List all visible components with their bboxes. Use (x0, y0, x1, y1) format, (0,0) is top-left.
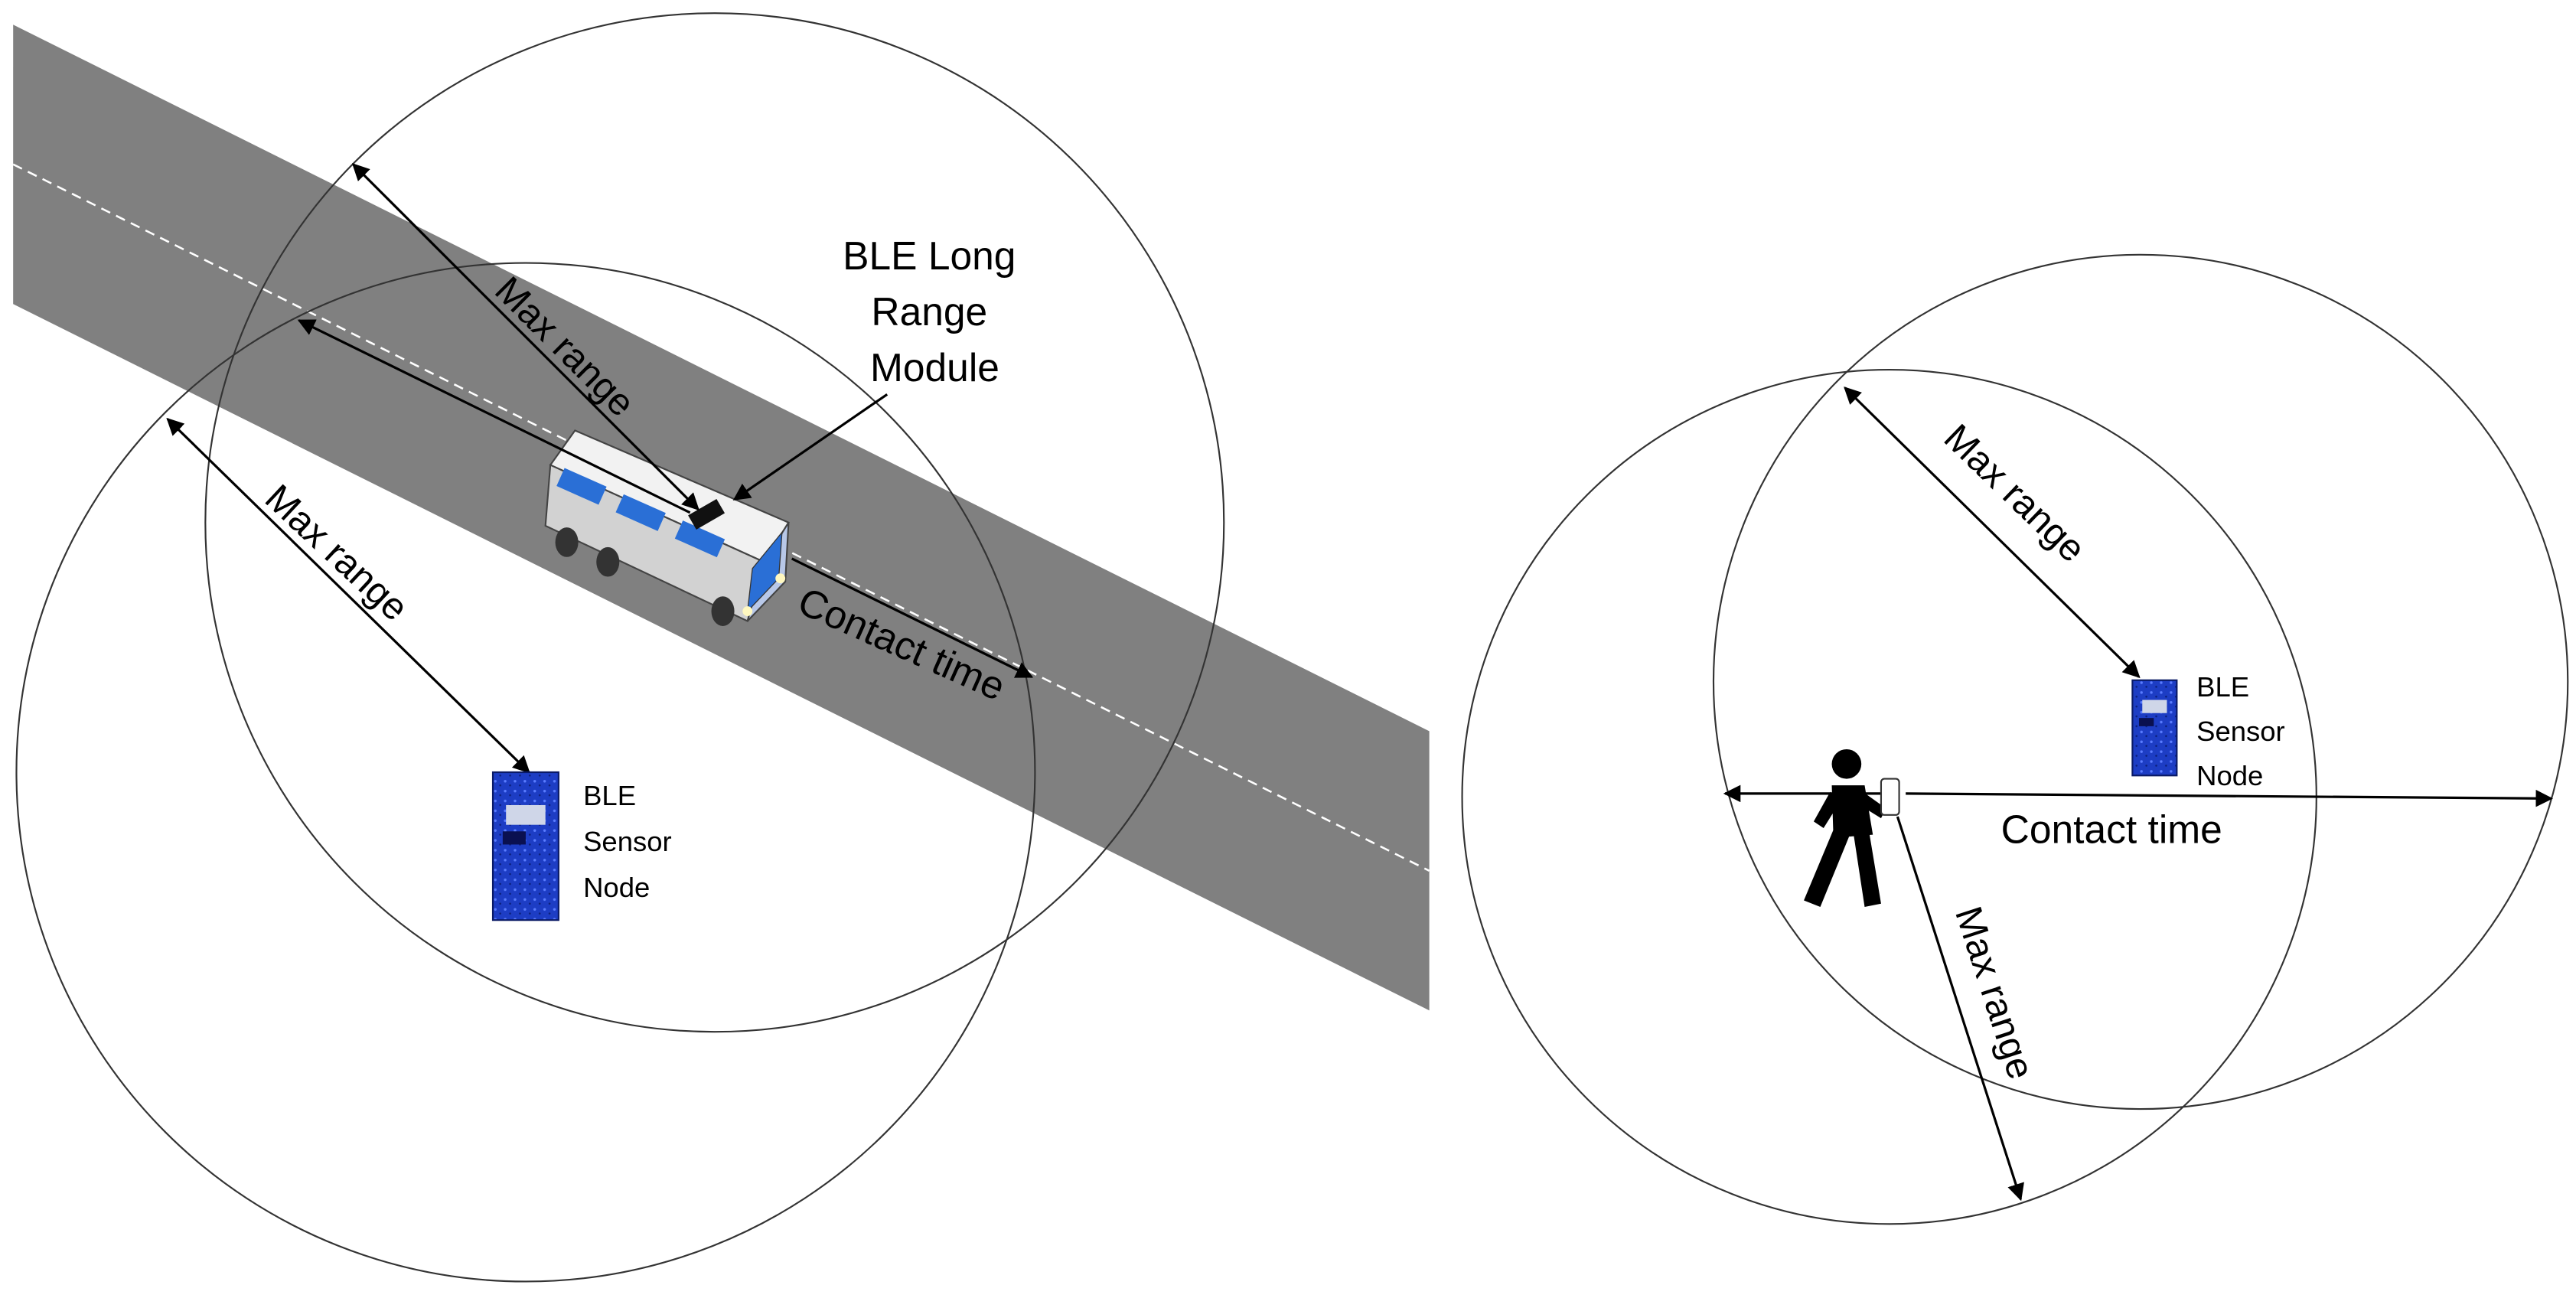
sensor-label-line-3: Node (583, 872, 650, 903)
ble-sensor-node-icon (491, 771, 559, 921)
ble-sensor-node-icon-right (2131, 679, 2178, 777)
svg-text:BLE Long Range Mod: BLE Long Range Module (843, 233, 1027, 390)
right-max-range-arrow-2 (1896, 816, 2024, 1202)
right-sensor-label-line-3: Node (2196, 760, 2263, 791)
svg-text:BLE Sensor Node: BLE Sensor Node (2196, 671, 2293, 791)
module-max-range-arrow-1 (351, 163, 699, 511)
right-panel: Max range Max range Contact time BLE Sen… (1461, 253, 2569, 1225)
sensor-label-line-2: Sensor (583, 826, 672, 857)
contact-time-arrow (791, 557, 1034, 678)
sensor-range-circle-right (1712, 253, 2569, 1110)
right-sensor-label-line-1: BLE (2196, 671, 2249, 703)
right-contact-time-arrow-right (1906, 789, 2554, 807)
svg-text:BLE Sensor Node: BLE Sensor Node (583, 780, 680, 903)
sensor-max-range-arrow (166, 417, 530, 774)
left-panel: BLE Long Range Module Max range Max rang… (12, 12, 1430, 1283)
module-label-line-3: Module (870, 345, 999, 390)
module-label-arrow (732, 393, 889, 501)
right-max-range-label-2: Max range (1947, 902, 2042, 1084)
phone-icon (1880, 778, 1900, 816)
module-max-range-arrow-2 (297, 319, 691, 514)
right-sensor-label-line-2: Sensor (2196, 716, 2285, 747)
right-max-range-label-1: Max range (1936, 416, 2094, 571)
right-contact-time-label: Contact time (2001, 807, 2222, 851)
module-label-line-1: BLE Long (843, 233, 1016, 278)
sensor-max-range-label: Max range (257, 477, 416, 629)
sensor-label-line-1: BLE (583, 780, 636, 811)
right-max-range-arrow-1 (1844, 386, 2141, 679)
ble-long-range-module-icon (688, 498, 726, 530)
module-label-line-2: Range (871, 289, 987, 334)
pedestrian-icon (1804, 748, 1886, 908)
